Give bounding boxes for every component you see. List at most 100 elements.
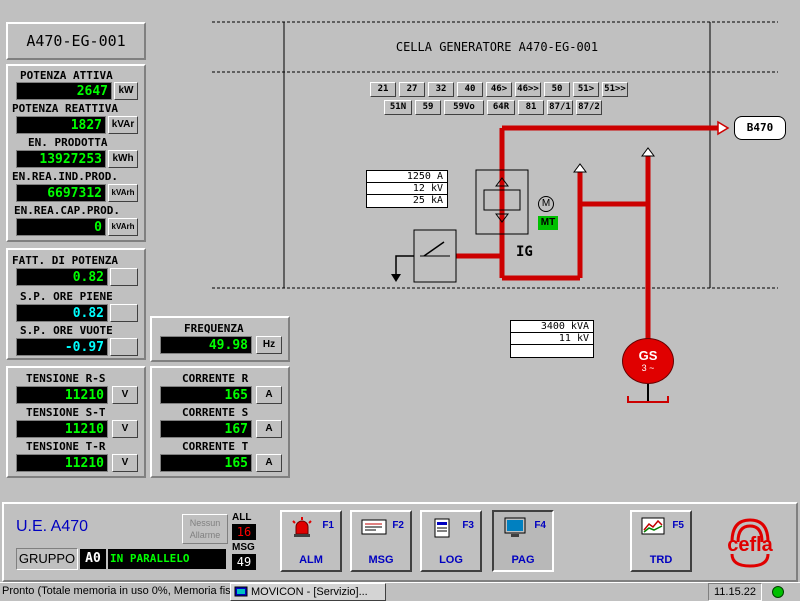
voltage-unit: V (112, 420, 138, 438)
sp-ore-vuote-value: -0.97 (16, 338, 108, 356)
pages-button[interactable]: F4 PAG (492, 510, 554, 572)
voltages-panel: TENSIONE R-S 11210 V TENSIONE S-T 11210 … (6, 366, 146, 478)
voltage-label: TENSIONE R-S (26, 372, 106, 385)
voltage-value: 11210 (16, 420, 108, 438)
status-text: Pronto (Totale memoria in uso 0%, Memori… (2, 585, 230, 597)
diagram-title: CELLA GENERATORE A470-EG-001 (395, 40, 599, 54)
voltage-unit: V (112, 386, 138, 404)
breaker-rating-voltage: 12 kV (367, 183, 447, 195)
potenza-attiva-unit: kW (114, 82, 138, 100)
sp-ore-vuote-button[interactable] (110, 338, 138, 356)
protection-relay-tag[interactable]: 64R (487, 100, 515, 115)
message-icon (361, 519, 387, 535)
cefla-logo-text: cefla (727, 534, 773, 556)
protection-relay-tag[interactable]: 51> (573, 82, 599, 97)
cefla-logo: cefla (714, 512, 786, 572)
generator-rating-power: 3400 kVA (511, 321, 593, 333)
protection-relay-tag[interactable]: 59Vo (444, 100, 484, 115)
app-icon (234, 586, 248, 597)
group-label: GRUPPO (16, 548, 78, 570)
protection-relay-tag[interactable]: 87/2 (576, 100, 602, 115)
protection-relay-tag[interactable]: 51>> (602, 82, 628, 97)
siren-icon (292, 517, 312, 537)
protection-relay-tag[interactable]: 51N (384, 100, 412, 115)
alarms-button[interactable]: F1 ALM (280, 510, 342, 572)
protection-relay-tag[interactable]: 46>> (515, 82, 541, 97)
protection-relay-tag[interactable]: 59 (415, 100, 441, 115)
protection-relay-tag[interactable]: 40 (457, 82, 483, 97)
potenza-attiva-label: POTENZA ATTIVA (20, 69, 113, 82)
station-id-panel: A470-EG-001 (6, 22, 146, 60)
frequency-panel: FREQUENZA 49.98 Hz (150, 316, 290, 362)
protection-relay-tag[interactable]: 32 (428, 82, 454, 97)
log-button[interactable]: F3 LOG (420, 510, 482, 572)
current-unit: A (256, 420, 282, 438)
potenza-reattiva-value: 1827 (16, 116, 106, 134)
potenza-attiva-value: 2647 (16, 82, 112, 100)
motor-tag: MT (538, 216, 558, 230)
breaker-ratings-table: 1250 A 12 kV 25 kA (366, 170, 448, 208)
protection-relay-tag[interactable]: 87/1 (547, 100, 573, 115)
trends-button[interactable]: F5 TRD (630, 510, 692, 572)
taskbar-title: MOVICON - [Servizio]... (251, 586, 368, 598)
fatt-potenza-label: FATT. DI POTENZA (12, 254, 118, 267)
en-prodotta-value: 13927253 (16, 150, 106, 168)
voltage-unit: V (112, 454, 138, 472)
generator-label: GS (638, 348, 658, 363)
voltage-label: TENSIONE T-R (26, 440, 106, 453)
all-label: ALL (232, 512, 252, 523)
fatt-potenza-button[interactable] (110, 268, 138, 286)
current-unit: A (256, 386, 282, 404)
generator-rating-empty (511, 345, 593, 357)
messages-key: F2 (392, 520, 404, 531)
en-rea-ind-value: 6697312 (16, 184, 106, 202)
protection-relay-tag[interactable]: 21 (370, 82, 396, 97)
trends-key: F5 (672, 520, 684, 531)
log-label: LOG (439, 554, 463, 566)
en-rea-cap-label: EN.REA.CAP.PROD. (14, 204, 120, 217)
breaker-rating-current: 1250 A (367, 171, 447, 183)
en-prodotta-unit: kWh (108, 150, 138, 168)
energy-measures-panel: POTENZA ATTIVA 2647 kW POTENZA REATTIVA … (6, 64, 146, 242)
current-value: 165 (160, 386, 252, 404)
motor-symbol: M (541, 198, 551, 209)
sp-ore-piene-value: 0.82 (16, 304, 108, 322)
trends-label: TRD (649, 554, 673, 566)
cefla-logo-mark (730, 518, 770, 568)
en-rea-cap-unit: kVArh (108, 218, 138, 236)
group-value: A0 (80, 549, 106, 569)
current-value: 167 (160, 420, 252, 438)
log-key: F3 (462, 520, 474, 531)
fatt-potenza-value: 0.82 (16, 268, 108, 286)
status-led-icon (772, 586, 784, 598)
single-line-diagram (212, 21, 778, 403)
unit-label: U.E. A470 (16, 518, 89, 535)
frequency-label: FREQUENZA (184, 322, 244, 335)
monitor-icon (504, 517, 526, 537)
frequency-value: 49.98 (160, 336, 252, 354)
generator-gs[interactable]: GS 3 ~ (622, 338, 674, 384)
current-label: CORRENTE R (182, 372, 249, 385)
protection-relay-tag[interactable]: 27 (399, 82, 425, 97)
protection-relay-tag[interactable]: 46> (486, 82, 512, 97)
msg-count: 49 (232, 554, 256, 570)
clock: 11.15.22 (708, 583, 762, 601)
generator-ratings-table: 3400 kVA 11 kV (510, 320, 594, 358)
generator-sub: 3 ~ (641, 363, 655, 373)
taskbar-movicon[interactable]: MOVICON - [Servizio]... (230, 583, 386, 601)
trend-chart-icon (641, 517, 665, 535)
currents-panel: CORRENTE R 165 A CORRENTE S 167 A CORREN… (150, 366, 290, 478)
protection-relay-tag[interactable]: 81 (518, 100, 544, 115)
en-rea-cap-value: 0 (16, 218, 106, 236)
pages-label: PAG (511, 554, 535, 566)
sp-ore-vuote-label: S.P. ORE VUOTE (20, 324, 113, 337)
frequency-unit: Hz (256, 336, 282, 354)
messages-button[interactable]: F2 MSG (350, 510, 412, 572)
voltage-value: 11210 (16, 454, 108, 472)
current-value: 165 (160, 454, 252, 472)
station-id: A470-EG-001 (26, 32, 126, 50)
destination-b470[interactable]: B470 (734, 116, 786, 140)
protection-relay-tag[interactable]: 50 (544, 82, 570, 97)
footer-bar: U.E. A470 GRUPPO A0 IN PARALLELO Nessun … (2, 502, 798, 582)
sp-ore-piene-button[interactable] (110, 304, 138, 322)
